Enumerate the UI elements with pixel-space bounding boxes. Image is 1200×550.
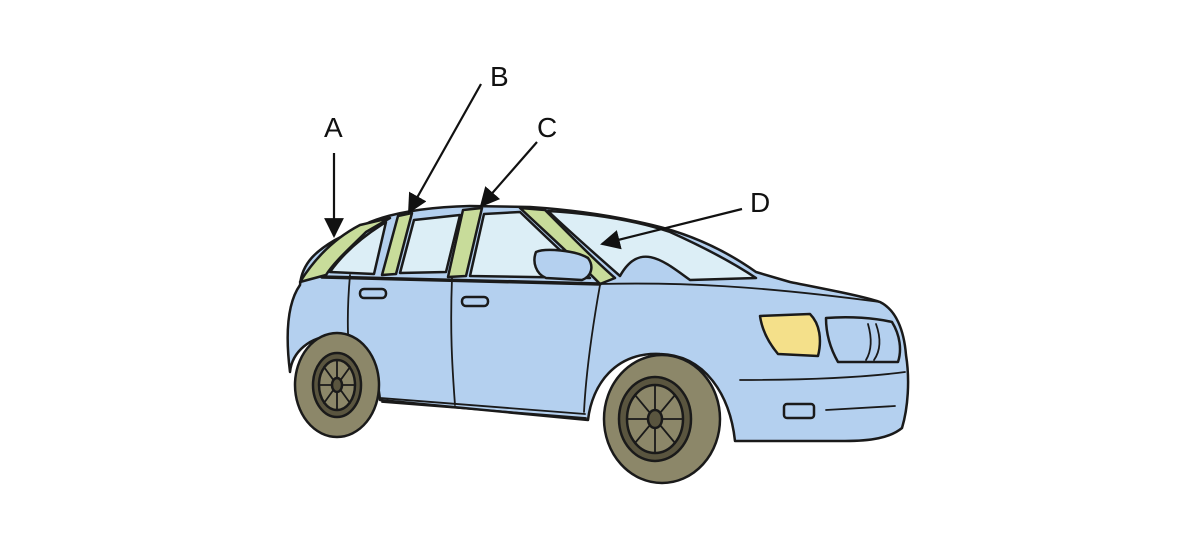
side-mirror — [534, 250, 591, 280]
rear-wheel — [295, 333, 379, 437]
arrow-b — [409, 84, 481, 212]
label-a: A — [324, 112, 343, 143]
car-illustration — [288, 206, 908, 483]
front-wheel — [604, 355, 720, 483]
fog-light — [784, 404, 814, 418]
front-door-handle — [462, 297, 488, 306]
grille — [826, 317, 900, 362]
label-c: C — [537, 112, 557, 143]
label-d: D — [750, 187, 770, 218]
arrow-c — [481, 142, 537, 206]
label-b: B — [490, 61, 509, 92]
rear-door-handle — [360, 289, 386, 298]
callout-labels: A B C D — [324, 61, 770, 218]
